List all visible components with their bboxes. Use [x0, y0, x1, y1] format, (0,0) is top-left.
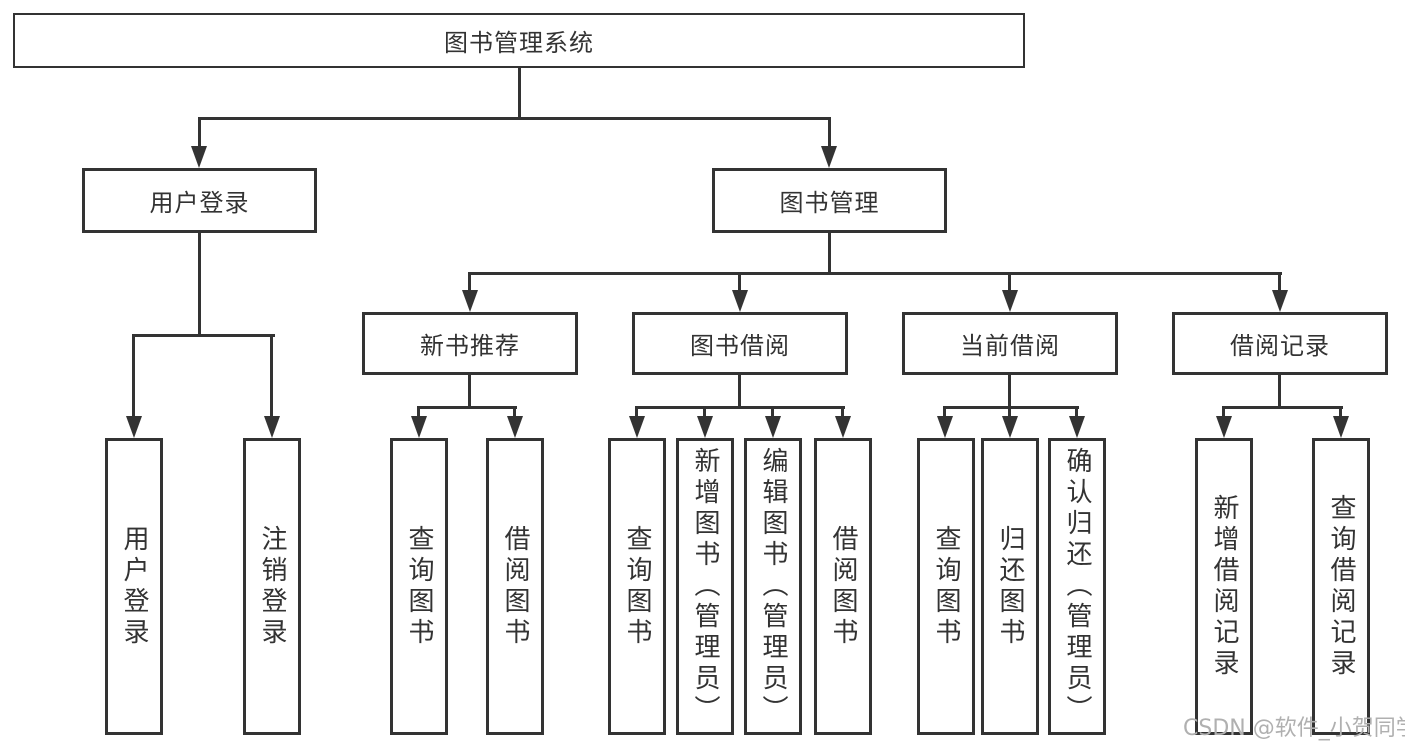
- node-label: 用户登录: [149, 189, 250, 217]
- node-label: 借阅图书: [500, 524, 530, 649]
- node-current-borrowing: 当前借阅: [902, 312, 1118, 375]
- leaf-add-books-admin: 新增图书（管理员）: [676, 438, 734, 735]
- leaf-confirm-return-admin: 确认归还（管理员）: [1048, 438, 1106, 735]
- leaf-add-borrow-record: 新增借阅记录: [1195, 438, 1253, 735]
- connector-new-book-drop: [468, 373, 471, 409]
- connector-stem-leaf: [635, 406, 638, 418]
- connector-user-login-branch: [132, 334, 275, 337]
- connector-root-drop: [518, 68, 521, 119]
- arrow-down-icon: [821, 146, 837, 168]
- node-label: 图书管理: [779, 189, 880, 217]
- connector-stem-borrow-records: [1278, 272, 1281, 292]
- connector-stem-leaf: [132, 334, 135, 418]
- arrow-down-icon: [697, 416, 713, 438]
- arrow-down-icon: [629, 416, 645, 438]
- leaf-query-books-borrow: 查询图书: [608, 438, 666, 735]
- arrow-down-icon: [507, 416, 523, 438]
- node-new-book-recommendation: 新书推荐: [362, 312, 578, 375]
- connector-stem-book-borrow: [738, 272, 741, 292]
- node-label: 用户登录: [119, 524, 149, 649]
- arrow-down-icon: [937, 416, 953, 438]
- csdn-watermark: CSDN @软件_小贺同学: [1183, 716, 1405, 741]
- arrow-down-icon: [1002, 416, 1018, 438]
- arrow-down-icon: [765, 416, 781, 438]
- node-label: 借阅记录: [1230, 332, 1330, 360]
- connector-stem-leaf: [703, 406, 706, 418]
- connector-stem-leaf: [771, 406, 774, 418]
- connector-stem-user-login: [198, 117, 201, 149]
- connector-book-borrow-drop: [738, 373, 741, 409]
- arrow-down-icon: [1333, 416, 1349, 438]
- connector-new-book-branch: [417, 406, 517, 409]
- connector-user-login-drop: [198, 231, 201, 337]
- connector-stem-leaf: [1339, 406, 1342, 418]
- connector-stem-new-book: [468, 272, 471, 292]
- node-library-management-system: 图书管理系统: [13, 13, 1025, 68]
- node-label: 新书推荐: [420, 332, 520, 360]
- node-label: 查询图书: [404, 524, 434, 649]
- arrow-down-icon: [732, 290, 748, 312]
- connector-stem-leaf: [417, 406, 420, 418]
- connector-stem-leaf: [943, 406, 946, 418]
- arrow-down-icon: [835, 416, 851, 438]
- node-label: 图书借阅: [690, 332, 790, 360]
- node-label: 归还图书: [995, 524, 1025, 649]
- leaf-edit-books-admin: 编辑图书（管理员）: [744, 438, 802, 735]
- connector-stem-leaf: [270, 334, 273, 418]
- arrow-down-icon: [126, 416, 142, 438]
- node-label: 新增图书（管理员）: [690, 447, 720, 726]
- arrow-down-icon: [264, 416, 280, 438]
- connector-book-management-branch: [468, 272, 1282, 275]
- node-label: 查询借阅记录: [1326, 493, 1356, 680]
- node-label: 注销登录: [257, 524, 287, 649]
- node-label: 编辑图书（管理员）: [758, 447, 788, 726]
- connector-stem-leaf: [1222, 406, 1225, 418]
- connector-borrow-records-drop: [1278, 373, 1281, 409]
- connector-stem-leaf: [1008, 406, 1011, 418]
- node-label: 查询图书: [622, 524, 652, 649]
- arrow-down-icon: [411, 416, 427, 438]
- connector-stem-leaf: [1075, 406, 1078, 418]
- leaf-user-login: 用户登录: [105, 438, 163, 735]
- leaf-return-books: 归还图书: [981, 438, 1039, 735]
- node-label: 确认归还（管理员）: [1062, 447, 1092, 726]
- arrow-down-icon: [1069, 416, 1085, 438]
- arrow-down-icon: [1002, 290, 1018, 312]
- arrow-down-icon: [1272, 290, 1288, 312]
- connector-stem-leaf: [841, 406, 844, 418]
- arrow-down-icon: [191, 146, 207, 168]
- connector-borrow-records-branch: [1222, 406, 1343, 409]
- connector-stem-book-management: [828, 117, 831, 149]
- node-label: 查询图书: [931, 524, 961, 649]
- arrow-down-icon: [462, 290, 478, 312]
- node-label: 图书管理系统: [444, 29, 594, 57]
- leaf-query-books-current: 查询图书: [917, 438, 975, 735]
- connector-book-management-drop: [828, 231, 831, 275]
- connector-stem-current-borrow: [1008, 272, 1011, 292]
- node-label: 借阅图书: [828, 524, 858, 649]
- leaf-borrow-books-recommend: 借阅图书: [486, 438, 544, 735]
- node-book-management: 图书管理: [712, 168, 947, 233]
- connector-root-branch: [198, 117, 831, 120]
- node-borrowing-records: 借阅记录: [1172, 312, 1388, 375]
- node-user-login: 用户登录: [82, 168, 317, 233]
- leaf-query-borrow-record: 查询借阅记录: [1312, 438, 1370, 735]
- leaf-borrow-books: 借阅图书: [814, 438, 872, 735]
- node-label: 新增借阅记录: [1209, 493, 1239, 680]
- connector-stem-leaf: [513, 406, 516, 418]
- connector-current-borrow-drop: [1008, 373, 1011, 409]
- arrow-down-icon: [1216, 416, 1232, 438]
- node-label: 当前借阅: [960, 332, 1060, 360]
- node-book-borrowing: 图书借阅: [632, 312, 848, 375]
- connector-book-borrow-branch: [635, 406, 845, 409]
- leaf-query-books-recommend: 查询图书: [390, 438, 448, 735]
- connector-current-borrow-branch: [943, 406, 1079, 409]
- leaf-logout: 注销登录: [243, 438, 301, 735]
